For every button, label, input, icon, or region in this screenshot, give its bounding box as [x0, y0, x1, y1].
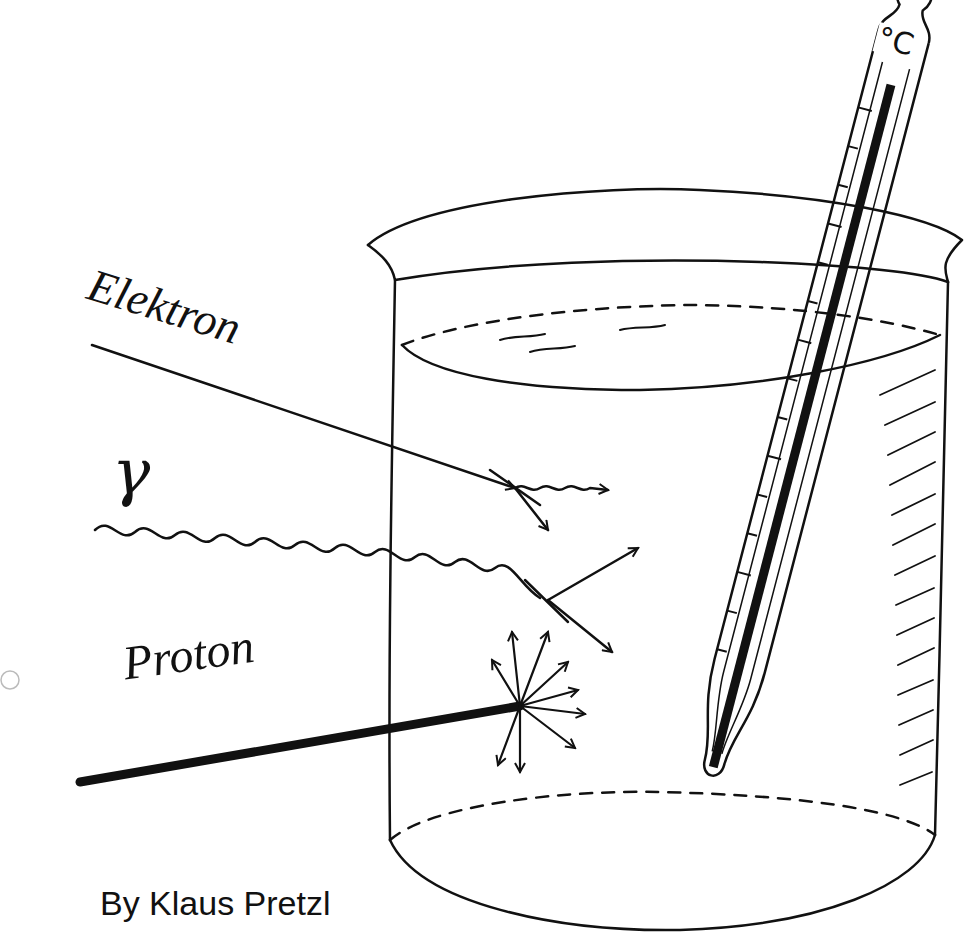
particle-label: Elektron — [83, 262, 246, 352]
gamma-cross — [525, 580, 568, 622]
water-ripple — [500, 325, 665, 352]
electron-scattered — [515, 488, 548, 530]
particle-label: Proton — [120, 622, 257, 688]
stray-mark — [1, 671, 19, 689]
proton-track — [80, 706, 520, 782]
beaker-bottom-back — [390, 792, 935, 840]
unit-label: °C — [872, 22, 918, 61]
water-surface — [402, 335, 940, 390]
electron-track — [92, 345, 515, 488]
beaker-rim — [368, 189, 962, 282]
hadron-shower — [492, 632, 585, 772]
gamma-product — [548, 548, 638, 600]
beaker-wall — [389, 280, 395, 840]
beaker-wall — [935, 282, 948, 835]
particle-label: γ — [112, 440, 150, 504]
glass-shading — [880, 370, 935, 785]
thermometer — [686, 0, 944, 782]
gamma-track — [95, 526, 540, 598]
gamma-product — [548, 600, 612, 652]
beaker-rim-front — [368, 245, 948, 282]
photon-emitted — [515, 486, 608, 490]
beaker-bottom — [390, 835, 935, 930]
caption: By Klaus Pretzl — [100, 886, 331, 920]
